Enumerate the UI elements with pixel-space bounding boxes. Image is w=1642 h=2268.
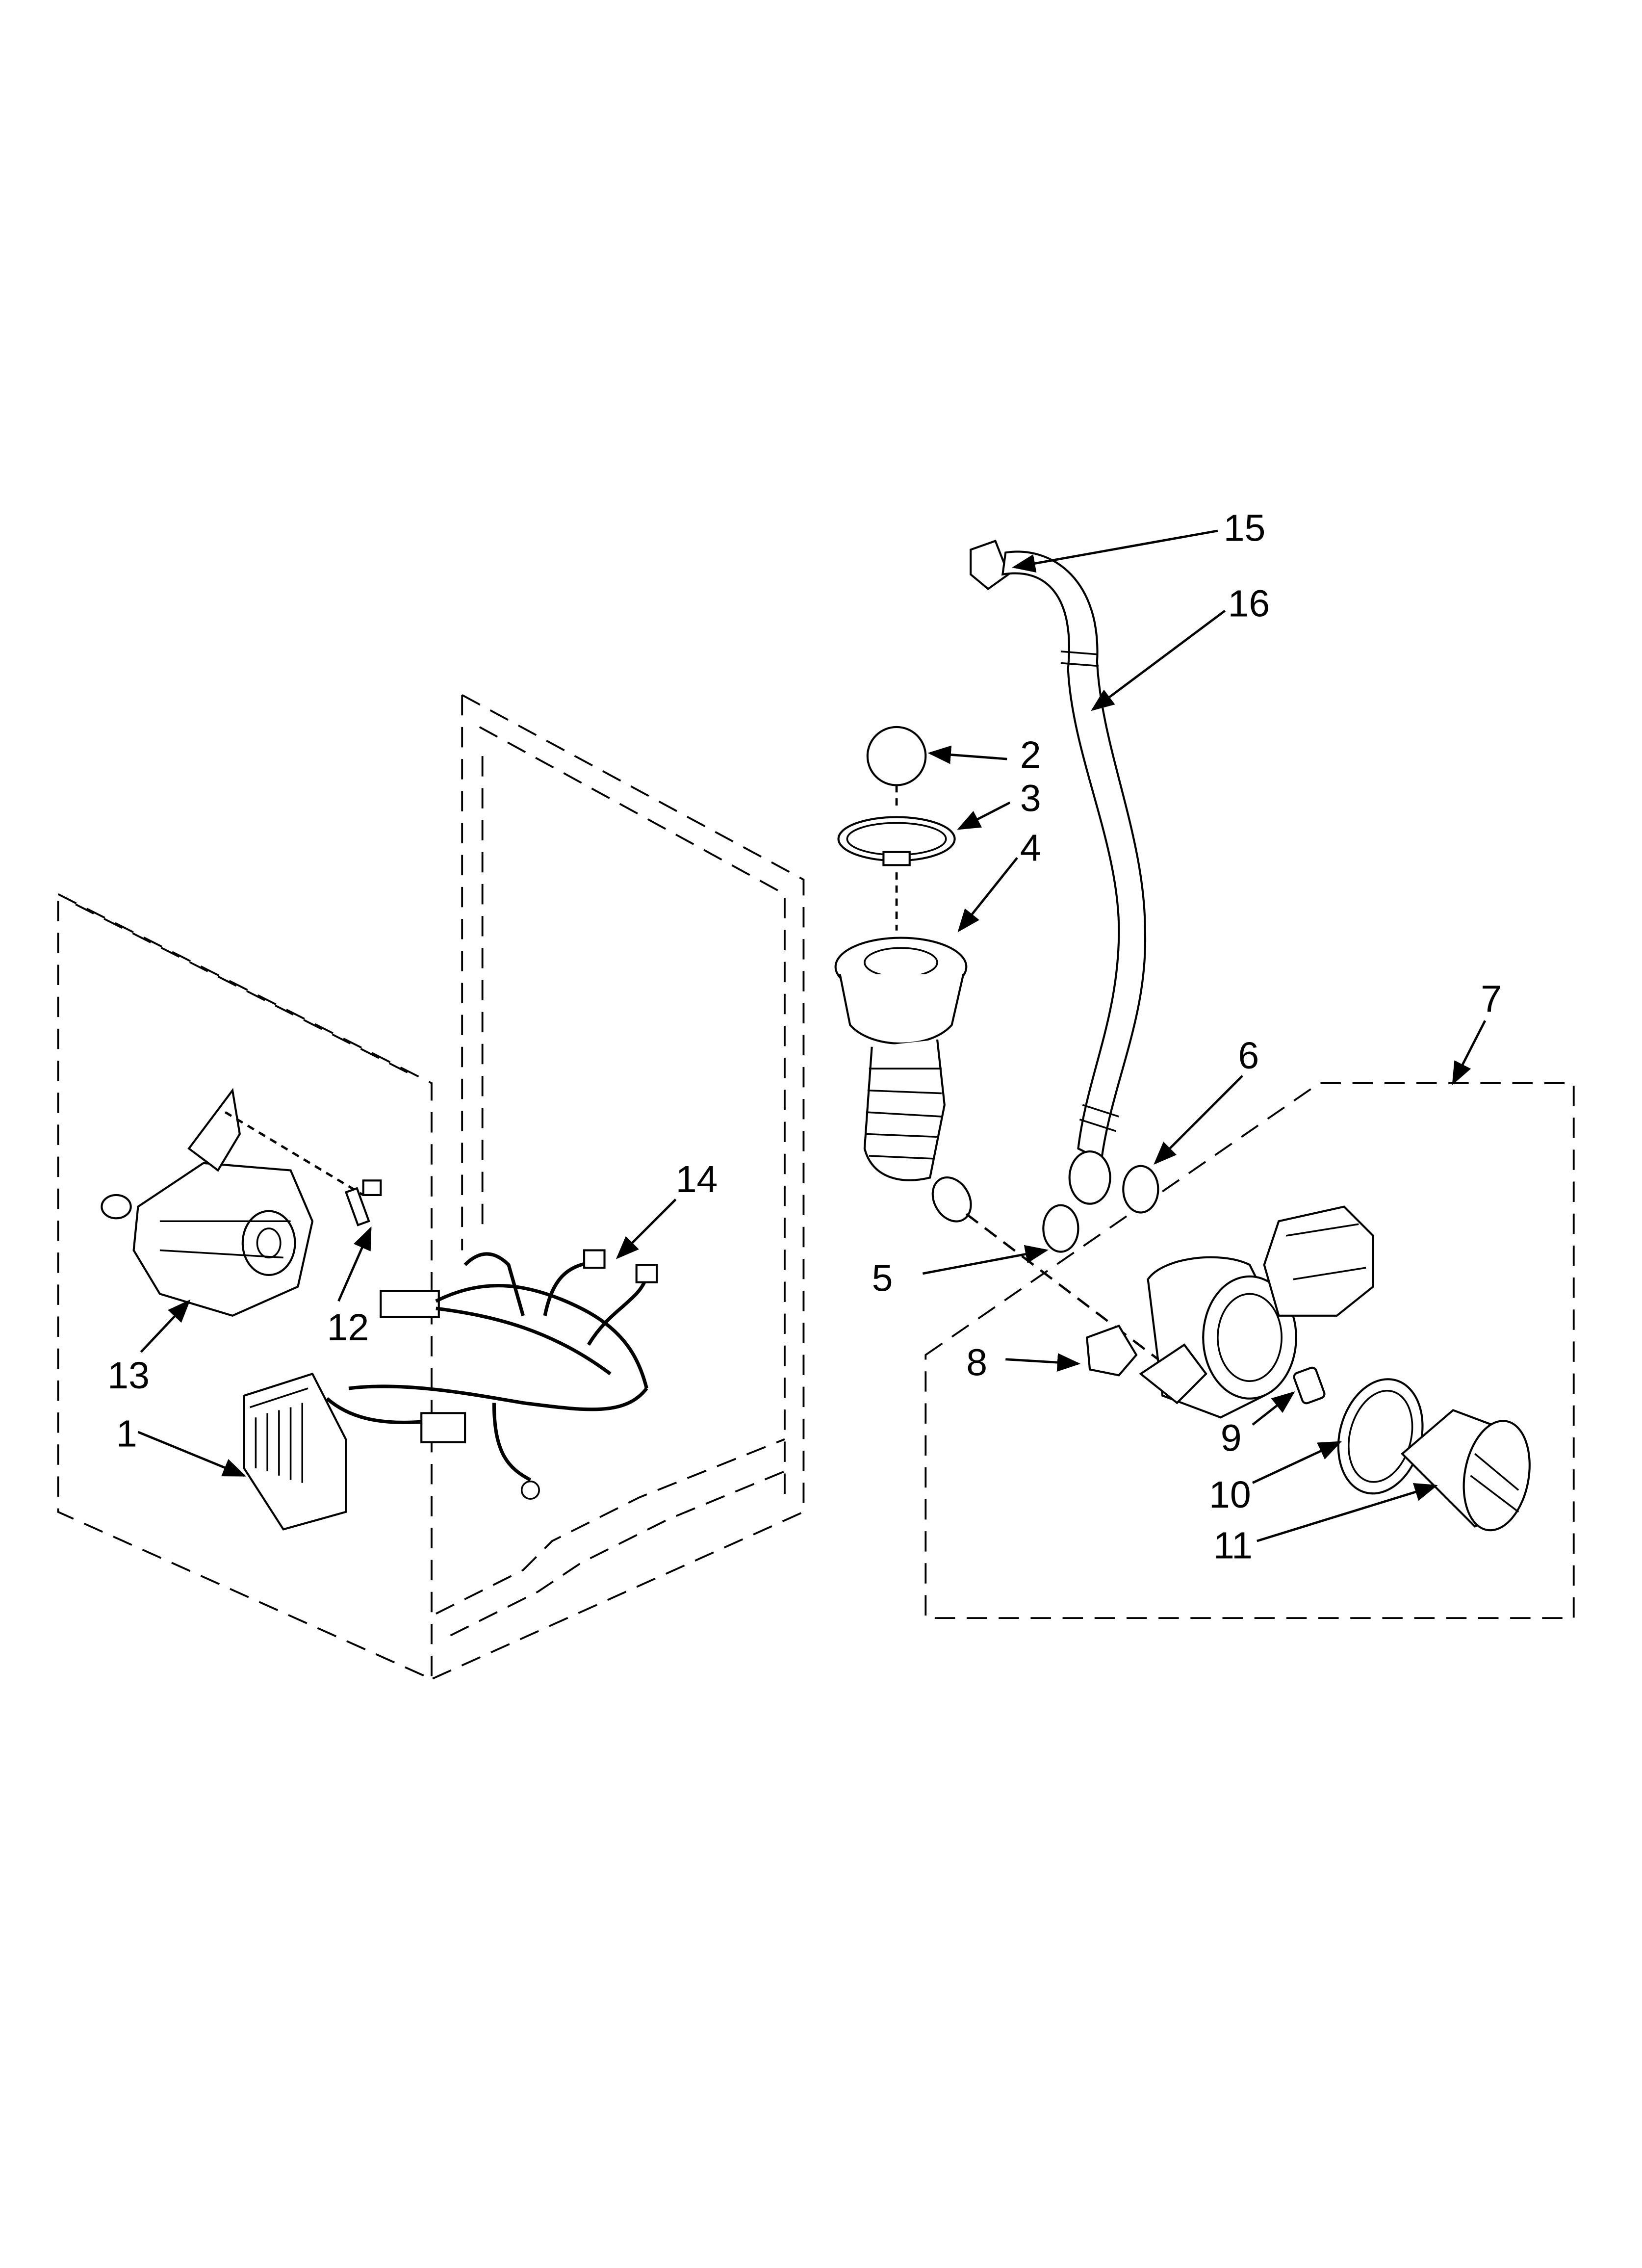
- part-7-pump-assembly[interactable]: [1139, 1205, 1374, 1419]
- callout-6: 6: [1238, 1035, 1259, 1077]
- callout-1: 1: [116, 1413, 137, 1455]
- part-14-wire-harness[interactable]: [326, 1249, 658, 1500]
- callout-leaders: [137, 529, 1487, 1542]
- callout-9: 9: [1221, 1417, 1242, 1459]
- callout-16: 16: [1228, 583, 1270, 625]
- callout-14: 14: [676, 1158, 718, 1200]
- callout-3: 3: [1020, 778, 1041, 820]
- part-1-control-board[interactable]: [243, 1372, 347, 1531]
- part-16-drain-hose[interactable]: [1001, 550, 1147, 1205]
- callout-labels: 15 16 2 3 4 7 6 14 5 12 13 8 1 9 10 11: [107, 507, 1502, 1567]
- callout-10: 10: [1209, 1474, 1251, 1516]
- part-10-seal[interactable]: [1326, 1370, 1435, 1503]
- part-9-plug[interactable]: [1293, 1366, 1326, 1405]
- callout-12: 12: [327, 1306, 369, 1349]
- callout-13: 13: [107, 1355, 150, 1397]
- cabinet-outline-center: [431, 694, 805, 1680]
- callout-15: 15: [1224, 507, 1266, 549]
- part-12-bolt[interactable]: [344, 1179, 382, 1226]
- callout-2: 2: [1020, 734, 1041, 776]
- part-2-ball[interactable]: [866, 726, 927, 786]
- assembly-centerline: [965, 1213, 1207, 1397]
- motor-bolt-leader: [225, 1111, 364, 1196]
- callout-5: 5: [872, 1257, 893, 1299]
- part-8-bracket[interactable]: [1085, 1325, 1138, 1377]
- part-6-clamp[interactable]: [1122, 1165, 1159, 1214]
- part-11-filter[interactable]: [1401, 1409, 1538, 1536]
- part-5-clamp[interactable]: [1042, 1204, 1079, 1253]
- callout-4: 4: [1020, 827, 1041, 869]
- part-13-motor[interactable]: [101, 1088, 314, 1317]
- callout-11: 11: [1213, 1525, 1253, 1567]
- part-4-sump-hose[interactable]: [834, 937, 979, 1228]
- callout-7: 7: [1481, 978, 1502, 1020]
- part-15-clip[interactable]: [970, 540, 1010, 591]
- callout-8: 8: [966, 1341, 987, 1383]
- pump-assembly-box: [924, 1082, 1575, 1619]
- part-3-clamp[interactable]: [837, 816, 956, 866]
